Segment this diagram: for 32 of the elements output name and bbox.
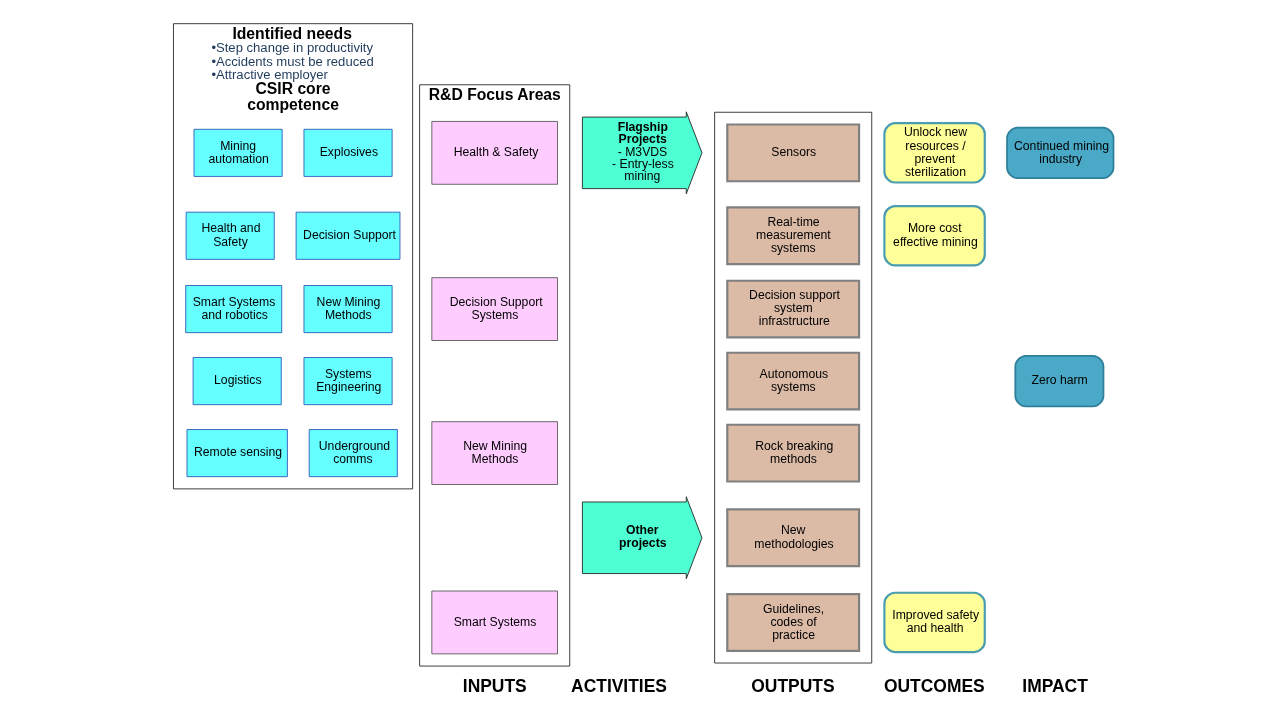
node-box: Continued mining industry (1005, 126, 1114, 180)
node-box: New Mining Methods (303, 285, 393, 334)
label: OUTCOMES (883, 676, 985, 697)
node-box: Mining automation (193, 128, 283, 177)
node-box: Autonomous systems (725, 351, 860, 411)
node-box: Logistics (192, 357, 282, 406)
node-box: Smart Systems (430, 590, 558, 655)
node-box: Guidelines, codes of practice (725, 592, 860, 652)
node-box: Underground comms (308, 429, 398, 478)
cluster (713, 111, 872, 664)
node-box: Decision support system infrastructure (725, 279, 860, 339)
node-box: Zero harm (1013, 354, 1104, 408)
node-box: New Mining Methods (430, 421, 558, 485)
node-box: Sensors (725, 123, 860, 183)
node-box: New methodologies (725, 508, 860, 568)
node-box: Health and Safety (185, 211, 275, 260)
node-box: Decision Support (295, 211, 400, 260)
node-box: Unlock new resources / prevent sterilization (882, 122, 986, 184)
node-box: Real-time measurement systems (725, 206, 860, 266)
label: OUTPUTS (750, 676, 835, 697)
node-box: Decision Support Systems (430, 277, 558, 341)
node-box: Rock breaking methods (725, 423, 860, 483)
node-box: More cost effective mining (882, 205, 986, 267)
node-box: Remote sensing (186, 429, 288, 478)
node-box: Explosives (303, 128, 393, 177)
label: INPUTS (462, 676, 527, 697)
label: ACTIVITIES (570, 676, 667, 697)
node-box: Smart Systems and robotics (184, 285, 282, 334)
node-box: Improved safety and health (882, 591, 986, 654)
node-box: Health & Safety (430, 121, 558, 185)
label: IMPACT (1021, 676, 1088, 697)
node-box: Systems Engineering (303, 357, 393, 406)
